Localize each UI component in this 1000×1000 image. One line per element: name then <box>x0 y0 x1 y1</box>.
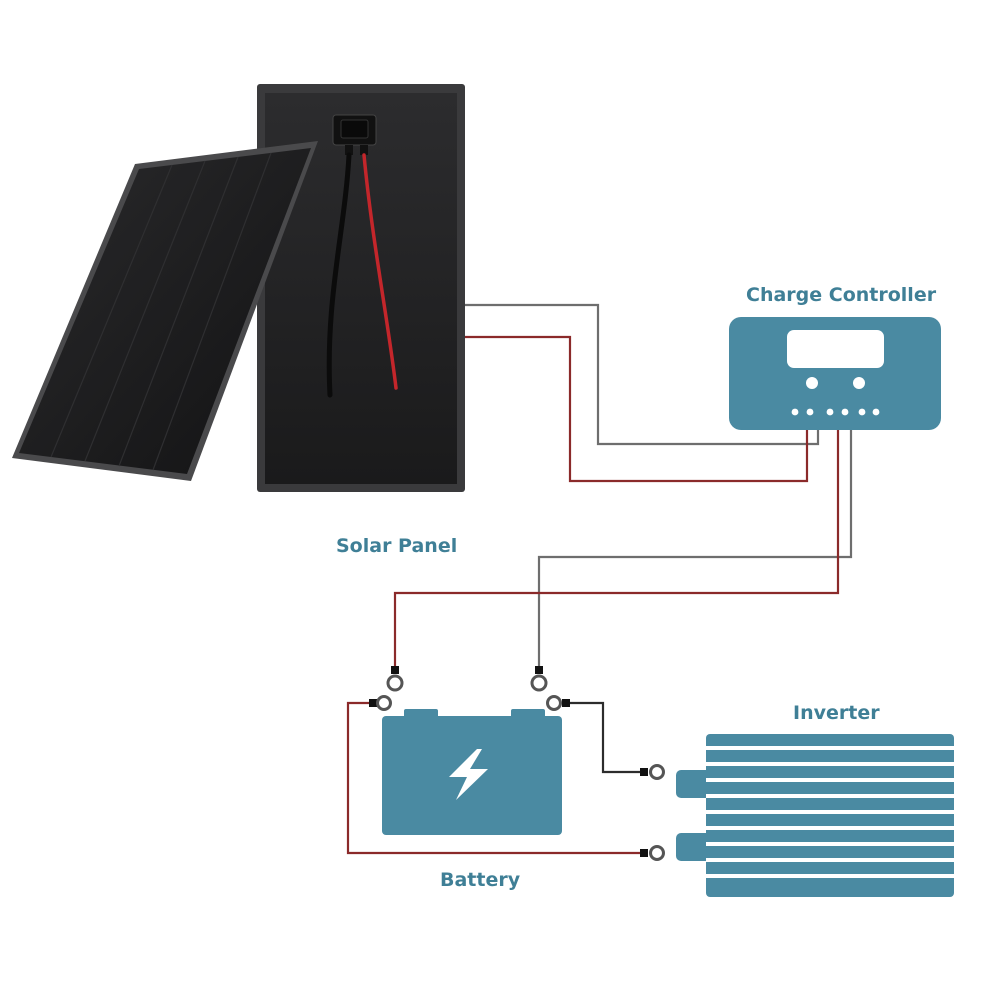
solar-panel-label: Solar Panel <box>336 535 458 557</box>
junction-box <box>332 114 377 155</box>
wire-negative <box>537 430 853 668</box>
ring-terminal-icon <box>546 695 570 711</box>
inverter-heatsink-fins <box>706 746 954 878</box>
wire-panel-to-controller <box>465 303 820 483</box>
wire-controller-to-battery <box>393 430 853 668</box>
wire-positive <box>465 335 809 483</box>
inverter-body <box>706 734 954 897</box>
charge-controller-label: Charge Controller <box>746 284 937 306</box>
ring-terminal-icon <box>640 845 665 861</box>
solar-panel-front-surface <box>19 148 311 474</box>
ring-terminal-icon <box>369 695 392 711</box>
charge-controller-body <box>729 317 941 430</box>
wire-battery-to-inverter <box>346 701 644 855</box>
ring-terminal-icon <box>386 666 404 692</box>
ring-terminal-icon <box>530 666 548 692</box>
wire-negative <box>567 701 644 774</box>
charge-controller <box>729 317 941 430</box>
solar-cell-lines <box>50 152 272 471</box>
charge-controller-display <box>787 330 884 368</box>
inverter-label: Inverter <box>793 702 880 724</box>
ring-terminal-icon <box>640 764 665 780</box>
controller-button-right <box>853 377 865 389</box>
positive-cable <box>362 153 398 390</box>
wire-negative <box>465 303 820 446</box>
lightning-bolt-icon <box>449 749 488 800</box>
negative-cable <box>326 152 352 398</box>
battery <box>382 709 562 835</box>
ring-terminals <box>369 666 665 861</box>
battery-label: Battery <box>440 869 521 891</box>
controller-button-left <box>806 377 818 389</box>
inverter <box>676 734 954 897</box>
wire-positive <box>393 430 840 668</box>
wire-positive <box>346 701 644 855</box>
solar-panel <box>12 84 465 492</box>
controller-terminals <box>791 408 880 416</box>
